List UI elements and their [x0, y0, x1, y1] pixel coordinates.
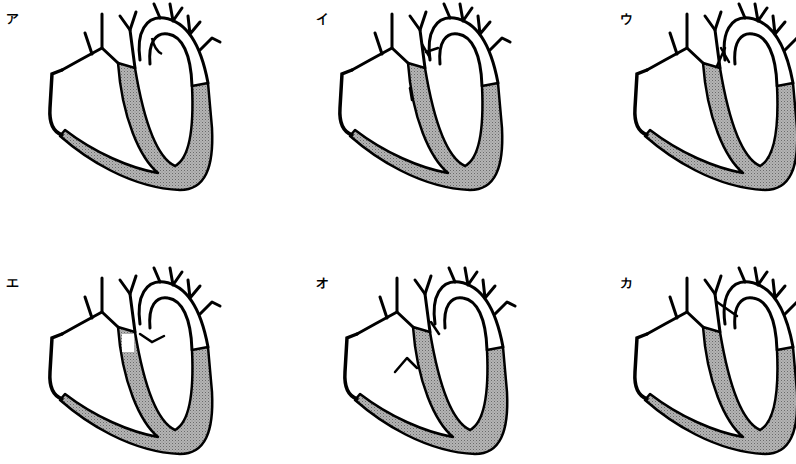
panel-label: エ — [6, 276, 19, 289]
panel-label: イ — [316, 12, 329, 25]
heart-a — [50, 4, 220, 190]
panel-label: ア — [6, 12, 19, 25]
heart-f — [635, 268, 796, 454]
panel-label: オ — [316, 276, 329, 289]
heart-c — [635, 4, 796, 190]
heart-e — [345, 268, 515, 454]
heart-d — [50, 268, 220, 454]
panel-label: ウ — [620, 12, 633, 25]
heart-b — [340, 4, 510, 190]
panel-label: カ — [620, 276, 633, 289]
